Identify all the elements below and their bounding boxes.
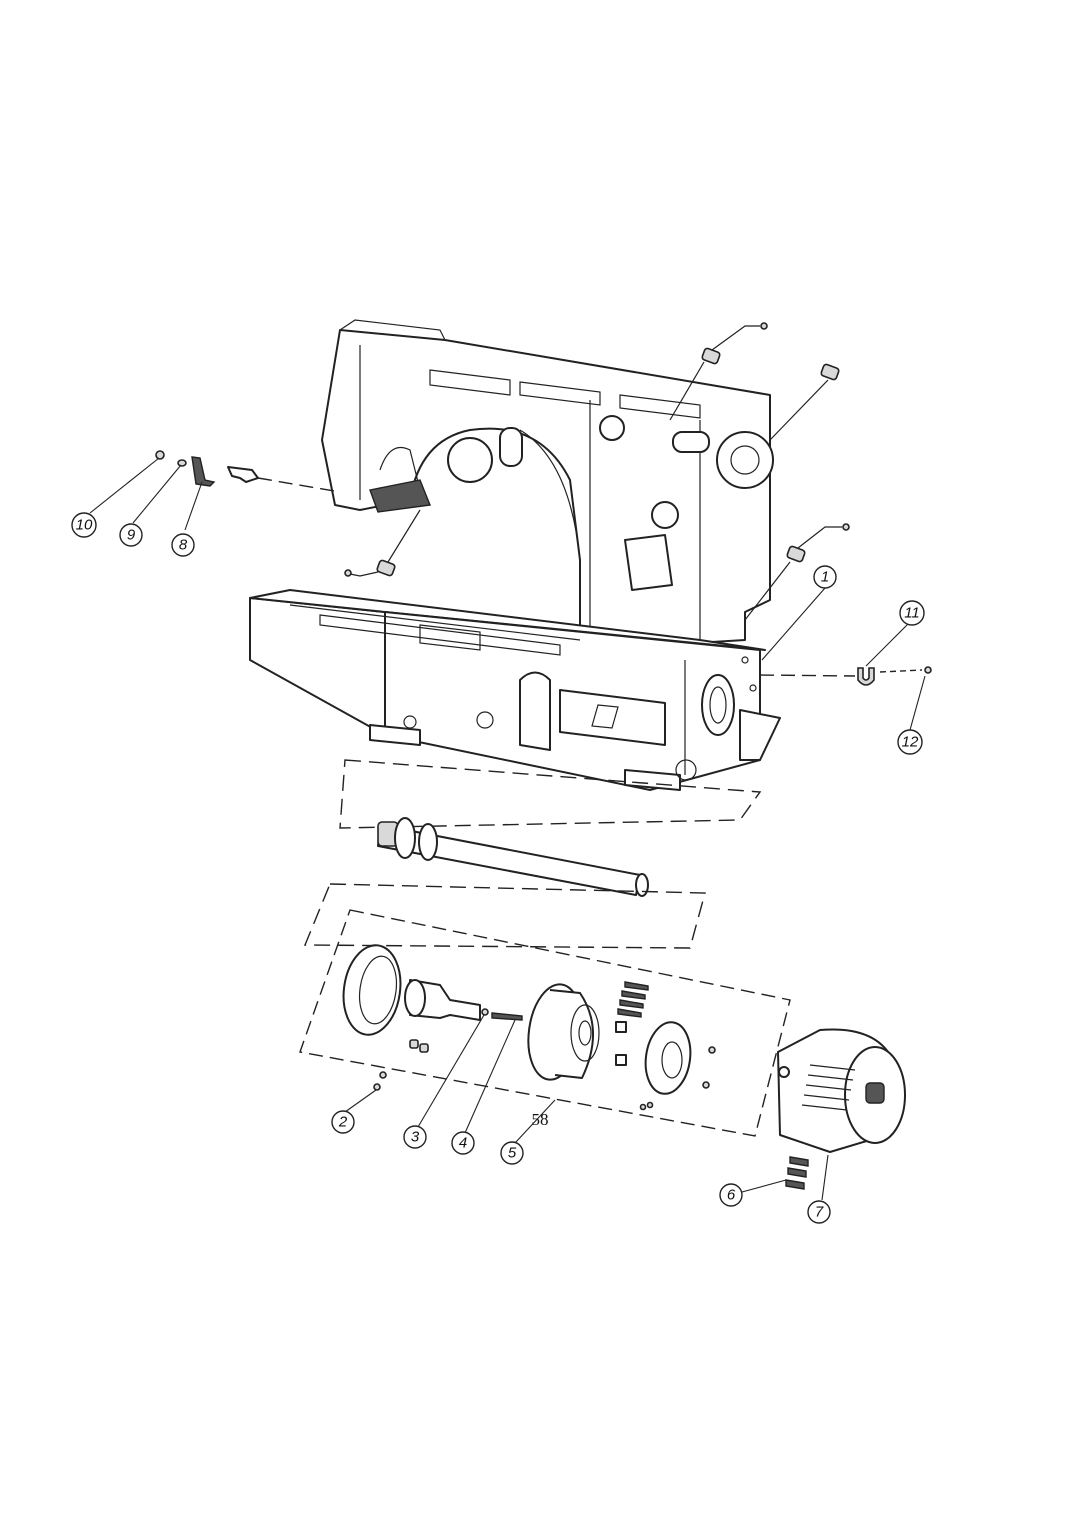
callout-8: 8 (171, 533, 195, 557)
svg-text:12: 12 (902, 734, 919, 751)
svg-text:5: 5 (508, 1145, 517, 1162)
callout-6: 6 (719, 1183, 743, 1207)
leader-lines (89, 457, 926, 1201)
callout-1: 1 (813, 565, 837, 589)
thread-guide (759, 666, 932, 686)
svg-text:9: 9 (127, 527, 136, 544)
lever-assembly (155, 450, 341, 493)
callout-12: 12 (897, 729, 923, 755)
pulley-cover (777, 1028, 906, 1190)
callout-11: 11 (899, 600, 925, 626)
callout-5: 5 (500, 1141, 524, 1165)
callout-3: 3 (403, 1125, 427, 1149)
svg-text:8: 8 (179, 537, 188, 554)
svg-text:6: 6 (727, 1187, 736, 1204)
callout-7: 7 (807, 1200, 831, 1224)
page-number: 58 (531, 1110, 549, 1129)
svg-text:1: 1 (821, 569, 829, 586)
callout-9: 9 (119, 523, 143, 547)
main-shaft (303, 759, 762, 949)
callout-4: 4 (451, 1131, 475, 1155)
callout-2: 2 (331, 1110, 355, 1134)
hinge-hardware (344, 322, 850, 621)
machine-frame (249, 319, 781, 791)
callouts: 1 2 3 4 5 6 7 8 (71, 512, 925, 1224)
callout-10: 10 (71, 512, 97, 538)
pulley-assembly (299, 909, 791, 1137)
svg-text:4: 4 (459, 1135, 467, 1152)
svg-text:10: 10 (76, 517, 93, 534)
svg-text:7: 7 (815, 1204, 824, 1221)
svg-text:3: 3 (411, 1129, 420, 1146)
svg-text:2: 2 (338, 1114, 348, 1131)
svg-text:11: 11 (904, 605, 920, 622)
